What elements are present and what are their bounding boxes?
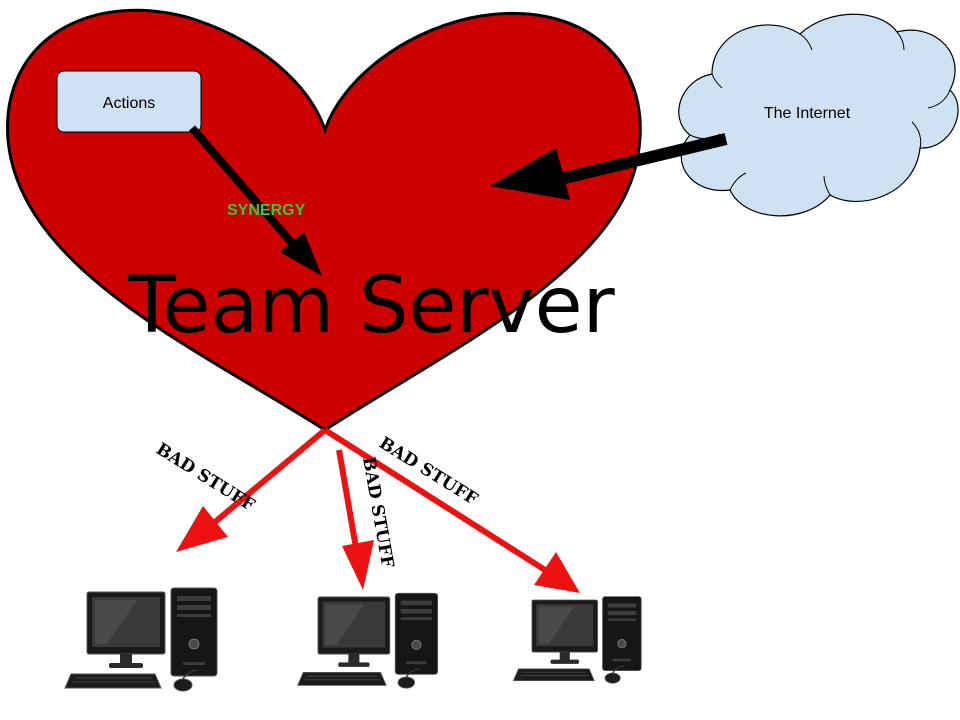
internet-label: The Internet bbox=[764, 105, 851, 122]
internet-cloud bbox=[678, 13, 959, 217]
bad-arrow-left bbox=[176, 427, 327, 552]
bad-arrow-right bbox=[323, 427, 580, 593]
desktop-computer-icon bbox=[297, 592, 439, 689]
synergy-label: SYNERGY bbox=[227, 202, 306, 219]
desktop-computer-icon bbox=[64, 587, 218, 692]
actions-box bbox=[56, 70, 202, 133]
actions-to-server-arrow bbox=[188, 125, 322, 276]
bad-arrow-middle bbox=[336, 449, 374, 590]
internet-to-server-arrow bbox=[490, 133, 728, 200]
desktop-computer-icon bbox=[512, 596, 642, 684]
actions-label: Actions bbox=[103, 95, 155, 112]
team-server-title: Team Server bbox=[127, 261, 616, 351]
bad-stuff-label-left: BAD STUFF bbox=[152, 439, 258, 515]
